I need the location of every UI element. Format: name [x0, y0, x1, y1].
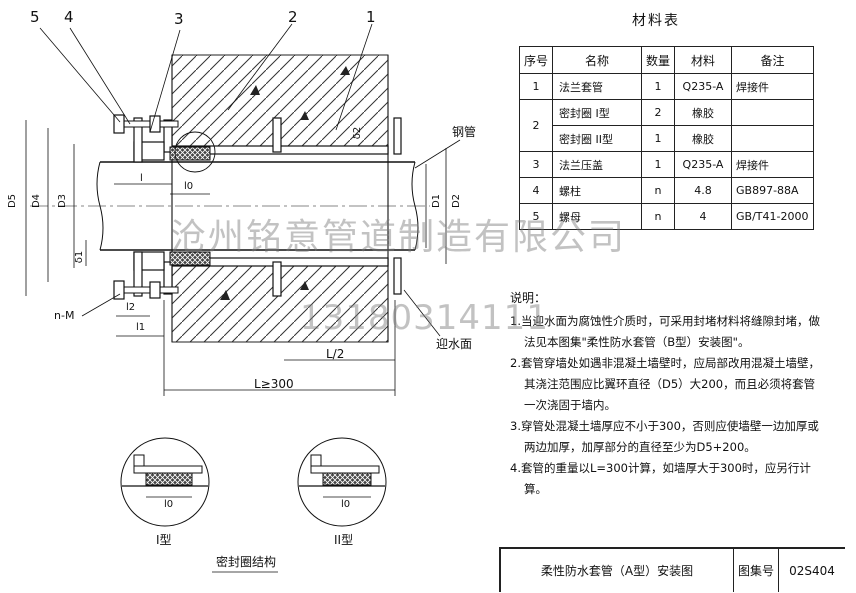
dim-d1: D1 [431, 193, 443, 209]
cell-material: 橡胶 [674, 125, 732, 152]
type-1-label: I型 [156, 533, 172, 547]
cell-name: 法兰套管 [552, 73, 642, 100]
note-item: 1.当迎水面为腐蚀性介质时，可采用封堵材料将缝隙封堵，做法见本图集"柔性防水套管… [510, 314, 820, 349]
header-name: 名称 [552, 46, 642, 74]
table-header: 序号 名称 数量 材料 备注 [519, 46, 814, 74]
callout-5: 5 [30, 8, 40, 26]
dim-total-l: L≥300 [254, 377, 294, 391]
seal-rings [169, 146, 211, 266]
cell-note: 焊接件 [731, 73, 814, 100]
cell-note [731, 125, 814, 152]
material-table: 序号 名称 数量 材料 备注 1 法兰套管 1 Q235-A 焊接件 2 密封圈… [519, 46, 814, 230]
dim-d3: D3 [57, 193, 69, 209]
cell-qty: n [641, 177, 675, 204]
flange-gland [113, 114, 179, 300]
material-table-title: 材料表 [632, 13, 680, 29]
steel-pipe [30, 161, 430, 251]
table-row: 3 法兰压盖 1 Q235-A 焊接件 [519, 151, 814, 178]
dim-l0: l0 [184, 181, 194, 192]
cell-material: 4.8 [674, 177, 732, 204]
atlas-label: 图集号 [734, 549, 779, 592]
table-row: 4 螺柱 n 4.8 GB897-88A [519, 177, 814, 204]
cell-note [731, 99, 814, 126]
cell-qty: n [641, 203, 675, 230]
header-qty: 数量 [641, 46, 675, 74]
cell-note: 焊接件 [731, 151, 814, 178]
dim-l2: l2 [126, 302, 136, 313]
dimension-lines [25, 120, 447, 396]
atlas-number: 02S404 [789, 563, 835, 578]
cell-no: 4 [519, 177, 553, 204]
cell-no: 3 [519, 151, 553, 178]
cell-no: 5 [519, 203, 553, 230]
table-row: 2 密封圈 I型 2 橡胶 [519, 99, 814, 152]
callout-1: 1 [366, 8, 376, 26]
cell-no: 2 [519, 99, 553, 152]
cell-name: 密封圈 I型 [552, 99, 642, 126]
dim-half-l: L/2 [326, 347, 345, 361]
bolt-spec: n-M [54, 309, 75, 322]
dim-l: l [140, 173, 143, 184]
table-row: 5 螺母 n 4 GB/T41-2000 [519, 203, 814, 230]
cell-name: 密封圈 II型 [552, 125, 642, 152]
dim-delta1: δ1 [74, 250, 86, 264]
detail-circle [174, 131, 216, 173]
water-side-label: 迎水面 [436, 337, 473, 351]
cell-qty: 1 [641, 151, 675, 178]
dim-d5: D5 [7, 193, 19, 209]
table-row: 1 法兰套管 1 Q235-A 焊接件 [519, 73, 814, 100]
cell-no: 1 [519, 73, 553, 100]
callout-4: 4 [64, 8, 74, 26]
detail-2-l0: l0 [341, 499, 351, 510]
type-2-label: II型 [334, 533, 354, 547]
detail-1-l0: l0 [164, 499, 174, 510]
title-block: 柔性防水套管（A型）安装图 图集号 02S404 [499, 547, 845, 592]
header-note: 备注 [731, 46, 814, 74]
cell-name: 螺柱 [552, 177, 642, 204]
drawing-title: 柔性防水套管（A型）安装图 [501, 549, 734, 592]
cell-qty: 1 [641, 73, 675, 100]
pipe-label: 钢管 [452, 125, 477, 139]
dim-delta2: δ2 [352, 126, 364, 140]
detail-type-2 [297, 437, 387, 527]
header-material: 材料 [674, 46, 732, 74]
callout-3: 3 [174, 10, 184, 28]
note-item: 4.套管的重量以L=300计算，如墙厚大于300时，应另行计算。 [510, 461, 811, 496]
notes: 说明： 1.当迎水面为腐蚀性介质时，可采用封堵材料将缝隙封堵，做法见本图集"柔性… [510, 288, 820, 500]
callout-leaders [39, 23, 461, 337]
cell-qty: 2 [641, 99, 675, 126]
note-item: 2.套管穿墙处如遇非混凝土墙壁时，应局部改用混凝土墙壁，其浇注范围应比翼环直径（… [510, 356, 820, 412]
cell-material: Q235-A [674, 151, 732, 178]
cell-name: 法兰压盖 [552, 151, 642, 178]
cell-qty: 1 [641, 125, 675, 152]
notes-heading: 说明： [510, 291, 547, 305]
dim-d4: D4 [31, 193, 43, 209]
cell-material: 4 [674, 203, 732, 230]
cell-material: 橡胶 [674, 99, 732, 126]
cell-note: GB897-88A [731, 177, 814, 204]
cell-note: GB/T41-2000 [731, 203, 814, 230]
table-row: 密封圈 II型 1 橡胶 [520, 125, 814, 152]
cell-material: Q235-A [674, 73, 732, 100]
cell-name: 螺母 [552, 203, 642, 230]
header-no: 序号 [519, 46, 553, 74]
detail-type-1 [120, 437, 210, 527]
concrete-wall [171, 54, 389, 343]
seal-structure-label: 密封圈结构 [216, 555, 277, 569]
dim-d2: D2 [451, 193, 463, 209]
note-item: 3.穿管处混凝土墙厚应不小于300，否则应使墙壁一边加厚或两边加厚，加厚部分的直… [510, 419, 819, 454]
dim-l1: l1 [136, 322, 146, 333]
callout-2: 2 [288, 8, 298, 26]
